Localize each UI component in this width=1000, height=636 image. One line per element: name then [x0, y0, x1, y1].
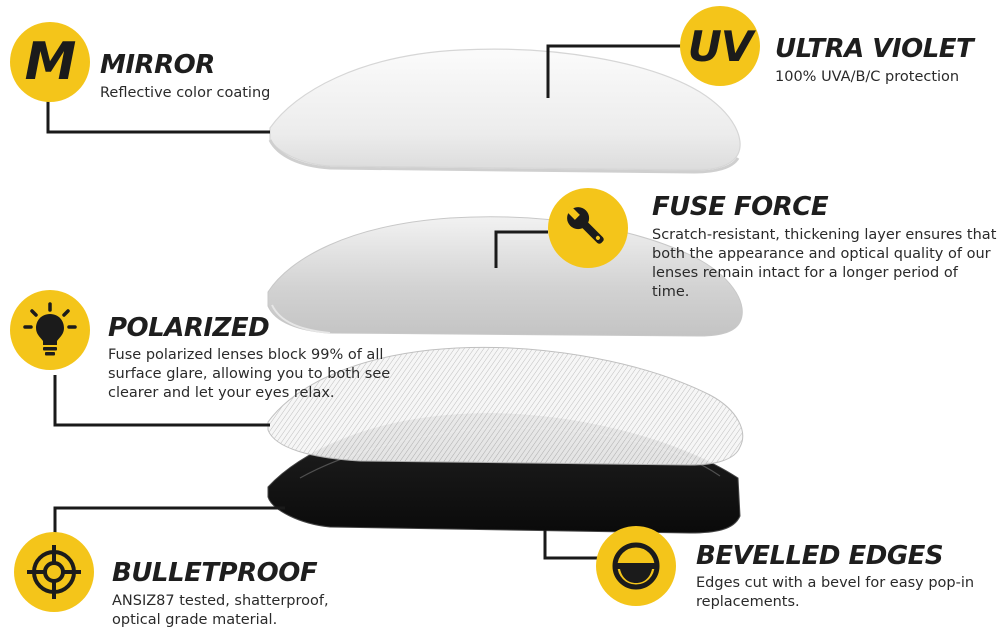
bevelled-edges-description: Edges cut with a bevel for easy pop-in r… [696, 575, 975, 610]
mirror-layer-lens [268, 48, 741, 174]
mirror-description: Reflective color coating [100, 85, 271, 101]
letters-uv-icon: UV [687, 21, 754, 71]
uv-badge: UV [680, 6, 760, 86]
bulletproof-badge [14, 532, 94, 612]
polarized-title: POLARIZED [108, 313, 270, 343]
polarized-connector [53, 375, 270, 427]
fuse-force-title: FUSE FORCE [652, 192, 829, 222]
uv-title: ULTRA VIOLET [775, 34, 974, 64]
fuse-force-layer-lens [267, 216, 743, 337]
bevelled-edges-badge [596, 526, 676, 606]
uv-connector [546, 44, 690, 98]
bevelled-edges-title: BEVELLED EDGES [696, 541, 944, 571]
bulletproof-title: BULLETPROOF [112, 558, 318, 588]
polarized-layer-lens [267, 346, 744, 466]
uv-description: 100% UVA/B/C protection [775, 69, 960, 85]
mirror-title: MIRROR [100, 50, 215, 80]
lightbulb-icon [23, 302, 77, 356]
bevelled-edges-connector [543, 530, 600, 560]
mirror-badge: M [10, 22, 90, 102]
wrench-icon [565, 205, 604, 244]
fuse-force-connector [494, 230, 548, 268]
mirror-connector [46, 98, 270, 134]
fuse-force-description: Scratch-resistant, thickening layer ensu… [652, 227, 997, 300]
letter-m-icon: M [24, 32, 77, 92]
crosshair-icon [27, 545, 81, 599]
bevel-edge-icon [612, 542, 660, 590]
polarized-description: Fuse polarized lenses block 99% of all s… [108, 347, 391, 401]
polarized-badge [10, 290, 90, 370]
bulletproof-description: ANSIZ87 tested, shatterproof, optical gr… [112, 593, 329, 628]
fuse-force-badge [548, 188, 628, 268]
bulletproof-connector [53, 506, 285, 548]
